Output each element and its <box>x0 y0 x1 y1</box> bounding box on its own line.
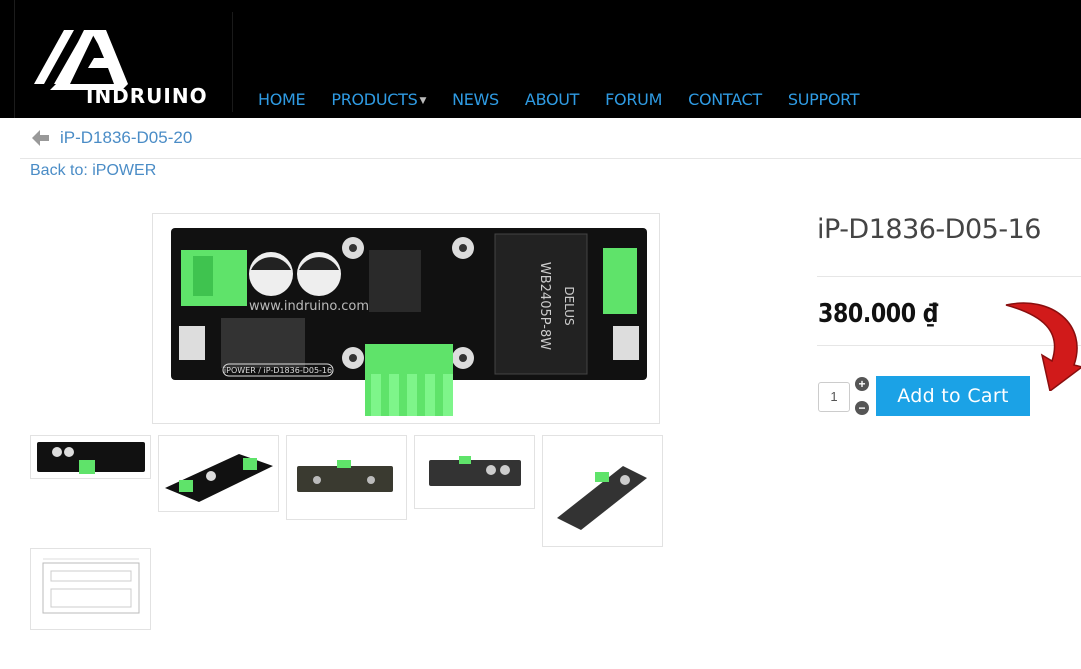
thumbnail-image <box>429 456 521 486</box>
quantity-input[interactable]: 1 <box>818 382 850 412</box>
module-label: WB2405P-8W <box>537 262 552 350</box>
nav-products-label: PRODUCTS <box>331 90 418 109</box>
thumbnail-image <box>297 460 393 492</box>
divider <box>817 276 1081 277</box>
product-board-image: WB2405P-8W DELUS iPOWER / iP-D1836-D05-1… <box>171 228 647 416</box>
watermark-text: www.indruino.com <box>249 299 369 314</box>
thumbnail-5[interactable] <box>542 435 663 547</box>
thumbnail-2[interactable] <box>158 435 279 512</box>
thumbnail-6[interactable] <box>30 548 151 630</box>
quantity-decrease-icon[interactable]: − <box>855 401 869 415</box>
thumbnail-image <box>37 442 145 474</box>
product-main-image[interactable]: WB2405P-8W DELUS iPOWER / iP-D1836-D05-1… <box>152 213 660 424</box>
main-nav: HOME PRODUCTS▼ NEWS ABOUT FORUM CONTACT … <box>258 90 885 109</box>
nav-contact[interactable]: CONTACT <box>688 90 762 109</box>
thumbnail-4[interactable] <box>414 435 535 509</box>
nav-products[interactable]: PRODUCTS▼ <box>331 90 426 109</box>
thumbnail-image <box>165 454 273 502</box>
breadcrumb: iP-D1836-D05-20 <box>32 128 192 148</box>
product-price: 380.000 ₫ <box>818 299 938 329</box>
back-arrow-icon[interactable] <box>32 130 50 146</box>
nav-home[interactable]: HOME <box>258 90 306 109</box>
thumbnail-image <box>42 558 140 614</box>
nav-about[interactable]: ABOUT <box>524 90 580 109</box>
nav-news[interactable]: NEWS <box>452 90 499 109</box>
thumbnail-1[interactable] <box>30 435 151 479</box>
site-header: INDRUINO HOME PRODUCTS▼ NEWS ABOUT FORUM… <box>0 0 1081 118</box>
back-link[interactable]: Back to: iPOWER <box>30 162 157 179</box>
thumbnail-image <box>557 466 647 530</box>
divider <box>817 345 1081 346</box>
quantity-increase-icon[interactable]: + <box>855 377 869 391</box>
thumbnail-3[interactable] <box>286 435 407 520</box>
header-stripe <box>0 0 15 118</box>
breadcrumb-current[interactable]: iP-D1836-D05-20 <box>60 128 193 147</box>
brand-name: INDRUINO <box>86 84 208 108</box>
product-title: iP-D1836-D05-16 <box>817 214 1041 245</box>
board-label: iPOWER / iP-D1836-D05-16 <box>224 366 332 375</box>
add-to-cart-button[interactable]: Add to Cart <box>876 376 1030 416</box>
nav-support[interactable]: SUPPORT <box>787 90 860 109</box>
divider <box>20 158 1081 159</box>
red-arrow-icon <box>1005 302 1081 391</box>
nav-forum[interactable]: FORUM <box>605 90 663 109</box>
module-brand: DELUS <box>562 286 576 325</box>
caret-down-icon: ▼ <box>419 95 427 106</box>
logo-icon <box>34 30 128 90</box>
brand-logo[interactable]: INDRUINO <box>28 12 233 112</box>
